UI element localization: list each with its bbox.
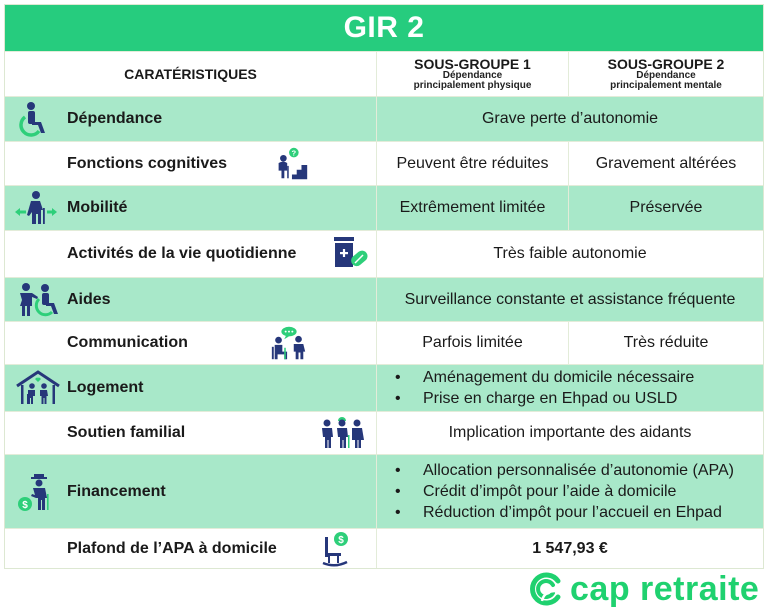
row-value-list: Allocation personnalisée d’autonomie (AP… <box>377 455 763 528</box>
table-row-soutien-familial: Soutien familial Implication importante … <box>5 411 763 454</box>
column-header-row: CARATÉRISTIQUES SOUS-GROUPE 1 Dépendance… <box>5 51 763 96</box>
row-value: Surveillance constante et assistance fré… <box>404 290 736 308</box>
svg-text:$: $ <box>338 535 344 546</box>
subgroup-1-desc-2: principalement physique <box>413 80 532 91</box>
table-row-activites-vie-quotidienne: Activités de la vie quotidienne Très fai… <box>5 230 763 277</box>
subgroup-2-desc-2: principalement mentale <box>610 80 722 91</box>
gir2-table: GIR 2 CARATÉRISTIQUES SOUS-GROUPE 1 Dépe… <box>4 4 764 569</box>
wheelchair-icon <box>19 102 45 137</box>
row-value: Implication importante des aidants <box>448 424 692 441</box>
row-label: Plafond de l’APA à domicile <box>67 539 277 557</box>
bullet-item: Allocation personnalisée d’autonomie (AP… <box>391 460 763 481</box>
cap-retraite-logo-icon <box>530 572 561 606</box>
elderly-cane-arrows-icon <box>15 191 57 224</box>
subgroup-1-desc-1: Dépendance <box>442 70 503 81</box>
table-row-communication: Communication Parfois limitée Très rédui… <box>5 321 763 364</box>
row-value-list: Aménagement du domicile nécessaire Prise… <box>377 365 763 411</box>
row-label: Dépendance <box>67 110 163 127</box>
row-label: Activités de la vie quotidienne <box>67 245 297 262</box>
elderly-money-icon: $ <box>18 473 49 511</box>
row-value-subgroup-1: Extrêmement limitée <box>377 186 569 230</box>
subgroup-1-title: SOUS-GROUPE 1 <box>414 56 531 72</box>
row-label: Communication <box>67 334 188 351</box>
row-value: Grave perte d’autonomie <box>481 110 659 127</box>
apa-ceiling-amount: 1 547,93 € <box>532 539 608 557</box>
col-header-subgroup-1: SOUS-GROUPE 1 Dépendance principalement … <box>377 52 569 96</box>
subgroup-2-title: SOUS-GROUPE 2 <box>607 56 725 72</box>
caregiver-wheelchair-icon <box>20 282 58 316</box>
table-row-logement: Logement Aménagement du domicile nécessa… <box>5 364 763 411</box>
house-family-icon <box>16 370 60 404</box>
col-header-subgroup-2: SOUS-GROUPE 2 Dépendance principalement … <box>569 52 763 96</box>
bullet-item: Crédit d’impôt pour l’aide à domicile <box>391 481 763 502</box>
svg-text:$: $ <box>22 500 28 511</box>
table-row-dependance: Dépendance Grave perte d’autonomie <box>5 96 763 141</box>
table-title: GIR 2 <box>343 11 425 44</box>
table-row-mobilite: Mobilité Extrêmement limitée Préservée <box>5 185 763 230</box>
bullet-list: Aménagement du domicile nécessaire Prise… <box>377 367 763 409</box>
cap-retraite-logo: cap retraite <box>528 571 759 607</box>
row-value-subgroup-2: Gravement altérées <box>595 154 737 172</box>
svg-text:?: ? <box>292 148 297 157</box>
row-value-subgroup-1: Peuvent être réduites <box>377 142 569 185</box>
row-label: Soutien familial <box>67 424 186 441</box>
rocking-chair-money-icon: $ <box>322 531 348 566</box>
bullet-item: Prise en charge en Ehpad ou USLD <box>391 388 763 409</box>
table-title-bar: GIR 2 <box>5 5 763 51</box>
table-row-plafond-apa: Plafond de l’APA à domicile $ 1 547,93 € <box>5 528 763 568</box>
table-row-financement: $ Financement Allocation personnalisée d… <box>5 454 763 528</box>
medicine-pill-icon <box>334 237 368 267</box>
row-value-subgroup-2: Très réduite <box>623 334 709 351</box>
row-value: Très faible autonomie <box>493 245 647 262</box>
subgroup-2-desc-1: Dépendance <box>636 70 696 81</box>
table-row-fonctions-cognitives: Fonctions cognitives ? Peuvent être rédu… <box>5 141 763 185</box>
elderly-stairs-question-icon: ? <box>278 147 308 179</box>
bullet-list: Allocation personnalisée d’autonomie (AP… <box>377 460 763 523</box>
family-icon <box>322 417 364 448</box>
row-value-subgroup-2: Préservée <box>629 199 703 216</box>
row-value-subgroup-1: Parfois limitée <box>377 322 569 364</box>
col-header-characteristics: CARATÉRISTIQUES <box>5 52 377 96</box>
row-label: Mobilité <box>67 199 128 216</box>
row-label: Fonctions cognitives <box>67 154 228 172</box>
bullet-item: Réduction d’impôt pour l’accueil en Ehpa… <box>391 502 763 523</box>
row-label: Logement <box>67 379 144 396</box>
row-label: Financement <box>67 482 166 500</box>
bullet-item: Aménagement du domicile nécessaire <box>391 367 763 388</box>
cap-retraite-logo-text: cap retraite <box>570 570 760 608</box>
conversation-icon <box>271 326 306 360</box>
row-label: Aides <box>67 290 111 308</box>
table-row-aides: Aides Surveillance constante et assistan… <box>5 277 763 321</box>
